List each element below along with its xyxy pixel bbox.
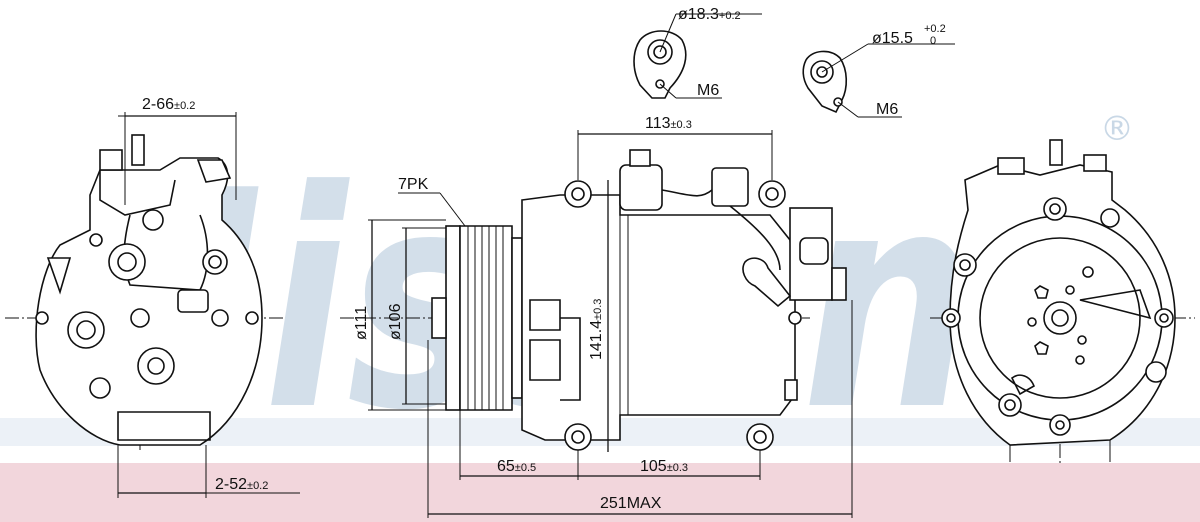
port-detail-1: ø18.3+0.2 M6 (633, 6, 762, 99)
port2-tol-upper: +0.2 (924, 23, 946, 35)
dim-bottom-left-spacing: 2-52±0.2 (215, 476, 268, 493)
dim-pulley-grooves: 7PK (398, 176, 429, 193)
port1-diameter: ø18.3+0.2 (678, 6, 741, 23)
port2-tol-lower: 0 (930, 35, 936, 47)
dim-pulley-outer: ø111 (353, 306, 370, 340)
registered-mark: ® (1100, 109, 1134, 149)
center-view: 7PK ø111 ø106 141.4±0.3 113±0.3 65±0.5 1… (340, 115, 853, 518)
dim-top-left-spacing: 2-66±0.2 (142, 96, 195, 113)
dim-overall-length: 251MAX (600, 495, 662, 512)
dim-mount-span-bottom: 105±0.3 (640, 458, 688, 475)
port2-diameter: ø15.5 (872, 30, 913, 47)
dim-body-height: 141.4±0.3 (588, 299, 605, 360)
right-view (930, 139, 1195, 465)
left-view: 2-66±0.2 2-52±0.2 (5, 96, 300, 498)
dim-pulley-to-mount: 65±0.5 (497, 458, 536, 475)
port-detail-2: ø15.5 +0.2 0 M6 (802, 23, 955, 118)
port2-thread: M6 (876, 101, 898, 118)
port1-thread: M6 (697, 82, 719, 99)
dim-pulley-inner: ø106 (387, 303, 404, 340)
dim-mount-span-top: 113±0.3 (645, 115, 692, 132)
